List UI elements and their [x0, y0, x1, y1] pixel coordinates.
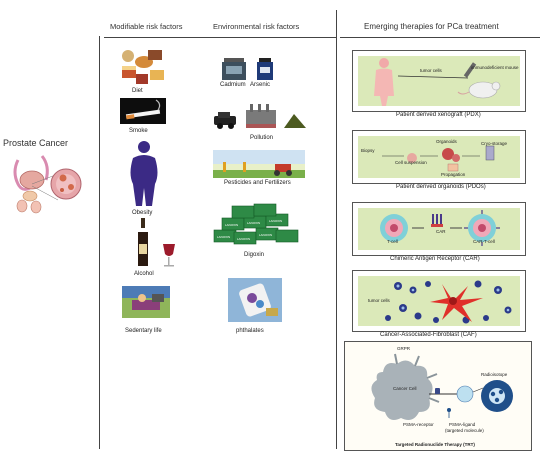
prostate-anatomy-illustration [13, 155, 82, 214]
cadmium-image [222, 58, 246, 80]
car-tcell-label: T-cell [387, 239, 398, 244]
diet-label: Diet [132, 88, 143, 94]
right-divider [336, 10, 338, 449]
alcohol-image [138, 218, 175, 267]
smoke-image [120, 98, 166, 124]
trt-radioisotope-label: Radioisotope [481, 372, 508, 377]
pdx-panel: tumor cells immunodeficient mouse [352, 50, 526, 112]
caf-panel: tumor cells [352, 270, 526, 332]
pdx-mouse-label: immunodeficient mouse [471, 65, 519, 70]
car-caption: Chimeric Antigen Receptor (CAR) [390, 256, 480, 262]
header-modifiable: Modifiable risk factors [110, 22, 183, 31]
pollution-image [214, 104, 306, 129]
obesity-label: Obesity [132, 210, 153, 216]
pdx-caption: Patient derived xenograft (PDX) [396, 112, 481, 118]
trt-targeted-label: (targeted molecule) [445, 428, 484, 433]
trt-psma-ligand-label: PSMA-ligand [449, 422, 476, 427]
pesticides-image [213, 150, 305, 178]
pdo-panel: Biopsy Organoids Cryo-storage Cell suspe… [352, 130, 526, 184]
trt-psma-receptor-label: PSMA-receptor [403, 422, 434, 427]
digoxin-label: Digoxin [244, 252, 265, 258]
trt-panel: GRPR Cancer Cell Radioisotope PSMA-recep… [344, 341, 532, 451]
trt-caption: Targeted Radionuclide Therapy (TRT) [395, 442, 475, 447]
header-environmental: Environmental risk factors [213, 22, 300, 31]
car-cart-label: CAR-T-cell [473, 239, 495, 244]
sedentary-image [122, 286, 170, 318]
digoxin-image: LANOXIN LANOXIN LANOXIN LANOXIN LANOXIN LANO… [213, 203, 299, 245]
pdo-organoids-label: Organoids [436, 139, 457, 144]
cadmium-label: Cadmium [220, 82, 246, 88]
car-panel: T-cell CAR CAR-T-cell [352, 202, 526, 256]
pdo-suspension-label: Cell suspension [395, 160, 427, 165]
diet-image [120, 48, 166, 86]
alcohol-label: Alcohol [134, 271, 154, 277]
svg-text:LANOXIN: LANOXIN [225, 223, 238, 227]
prostate-cancer-title: Prostate Cancer [3, 138, 69, 148]
svg-text:LANOXIN: LANOXIN [237, 237, 250, 241]
left-divider [99, 36, 101, 449]
obesity-figure [130, 141, 158, 206]
caf-caption: Cancer-Associated-Fibroblast (CAF) [380, 332, 477, 338]
phthalates-label: phthalates [236, 328, 264, 334]
arsenic-image [257, 58, 273, 80]
top-rule-left [104, 37, 336, 39]
smoke-label: Smoke [129, 128, 148, 134]
arsenic-label: Arsenic [250, 82, 271, 88]
pdo-cryo-label: Cryo-storage [481, 141, 508, 146]
pdo-propagation-label: Propagation [441, 172, 466, 177]
phthalates-image [228, 278, 282, 322]
svg-text:LANOXIN: LANOXIN [247, 221, 260, 225]
pdx-tumor-cells-label: tumor cells [420, 68, 442, 73]
svg-text:LANOXIN: LANOXIN [269, 219, 282, 223]
pdo-caption: Patient derived organoids (PDOs) [396, 184, 486, 190]
pdo-biopsy-label: Biopsy [361, 148, 375, 153]
pesticides-label: Pesticides and Fertilizers [224, 180, 291, 186]
pollution-label: Pollution [250, 135, 274, 141]
header-emerging: Emerging therapies for PCa treatment [364, 22, 499, 31]
car-car-label: CAR [436, 229, 446, 234]
sedentary-label: Sedentary life [125, 328, 162, 334]
svg-text:LANOXIN: LANOXIN [259, 233, 272, 237]
trt-cancer-cell-label: Cancer Cell [393, 386, 417, 391]
caf-tumor-cells-label: tumor cells [368, 298, 390, 303]
svg-text:LANOXIN: LANOXIN [217, 235, 230, 239]
trt-grpr-label: GRPR [397, 346, 411, 351]
top-rule-right [340, 37, 540, 39]
